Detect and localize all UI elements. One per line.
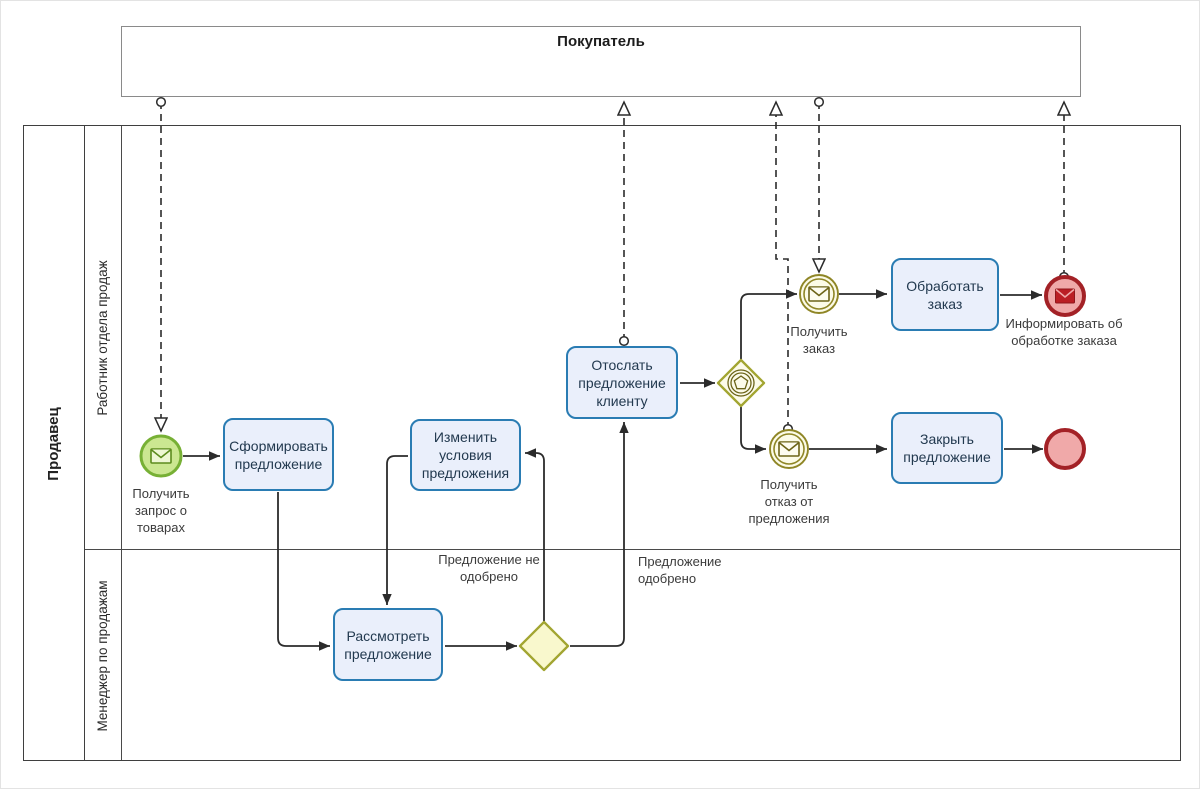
- task-close-offer[interactable]: Закрыть предложение: [891, 412, 1003, 484]
- lane-label-column: [85, 126, 122, 760]
- task-send-offer[interactable]: Отослать предложение клиенту: [566, 346, 678, 419]
- lane-sales-worker-label: Работник отдела продаж: [95, 260, 110, 416]
- lane-divider: [85, 549, 1180, 550]
- pool-buyer[interactable]: Покупатель: [121, 26, 1081, 97]
- task-review-offer[interactable]: Рассмотреть предложение: [333, 608, 443, 681]
- lane-sales-manager-label: Менеджер по продажам: [95, 580, 110, 732]
- task-change-terms[interactable]: Изменить условия предложения: [410, 419, 521, 491]
- pool-seller-name-column: [24, 126, 85, 760]
- receive-rejection-label: Получить отказ от предложения: [748, 477, 830, 526]
- end-inform-label: Информировать об обработке заказа: [1005, 316, 1123, 348]
- start-event-label: Получить запрос о товарах: [132, 486, 190, 535]
- receive-order-label: Получить заказ: [790, 324, 848, 356]
- pool-seller[interactable]: Продавец Работник отдела продаж Менеджер…: [23, 125, 1181, 761]
- flow-label-not-approved[interactable]: Предложение не одобрено: [438, 552, 540, 584]
- task-form-offer[interactable]: Сформировать предложение: [223, 418, 334, 491]
- task-process-order[interactable]: Обработать заказ: [891, 258, 999, 331]
- pool-buyer-label: Покупатель: [557, 33, 645, 50]
- flow-label-approved[interactable]: Предложение одобрено: [638, 554, 722, 586]
- pool-seller-label: Продавец: [45, 407, 62, 481]
